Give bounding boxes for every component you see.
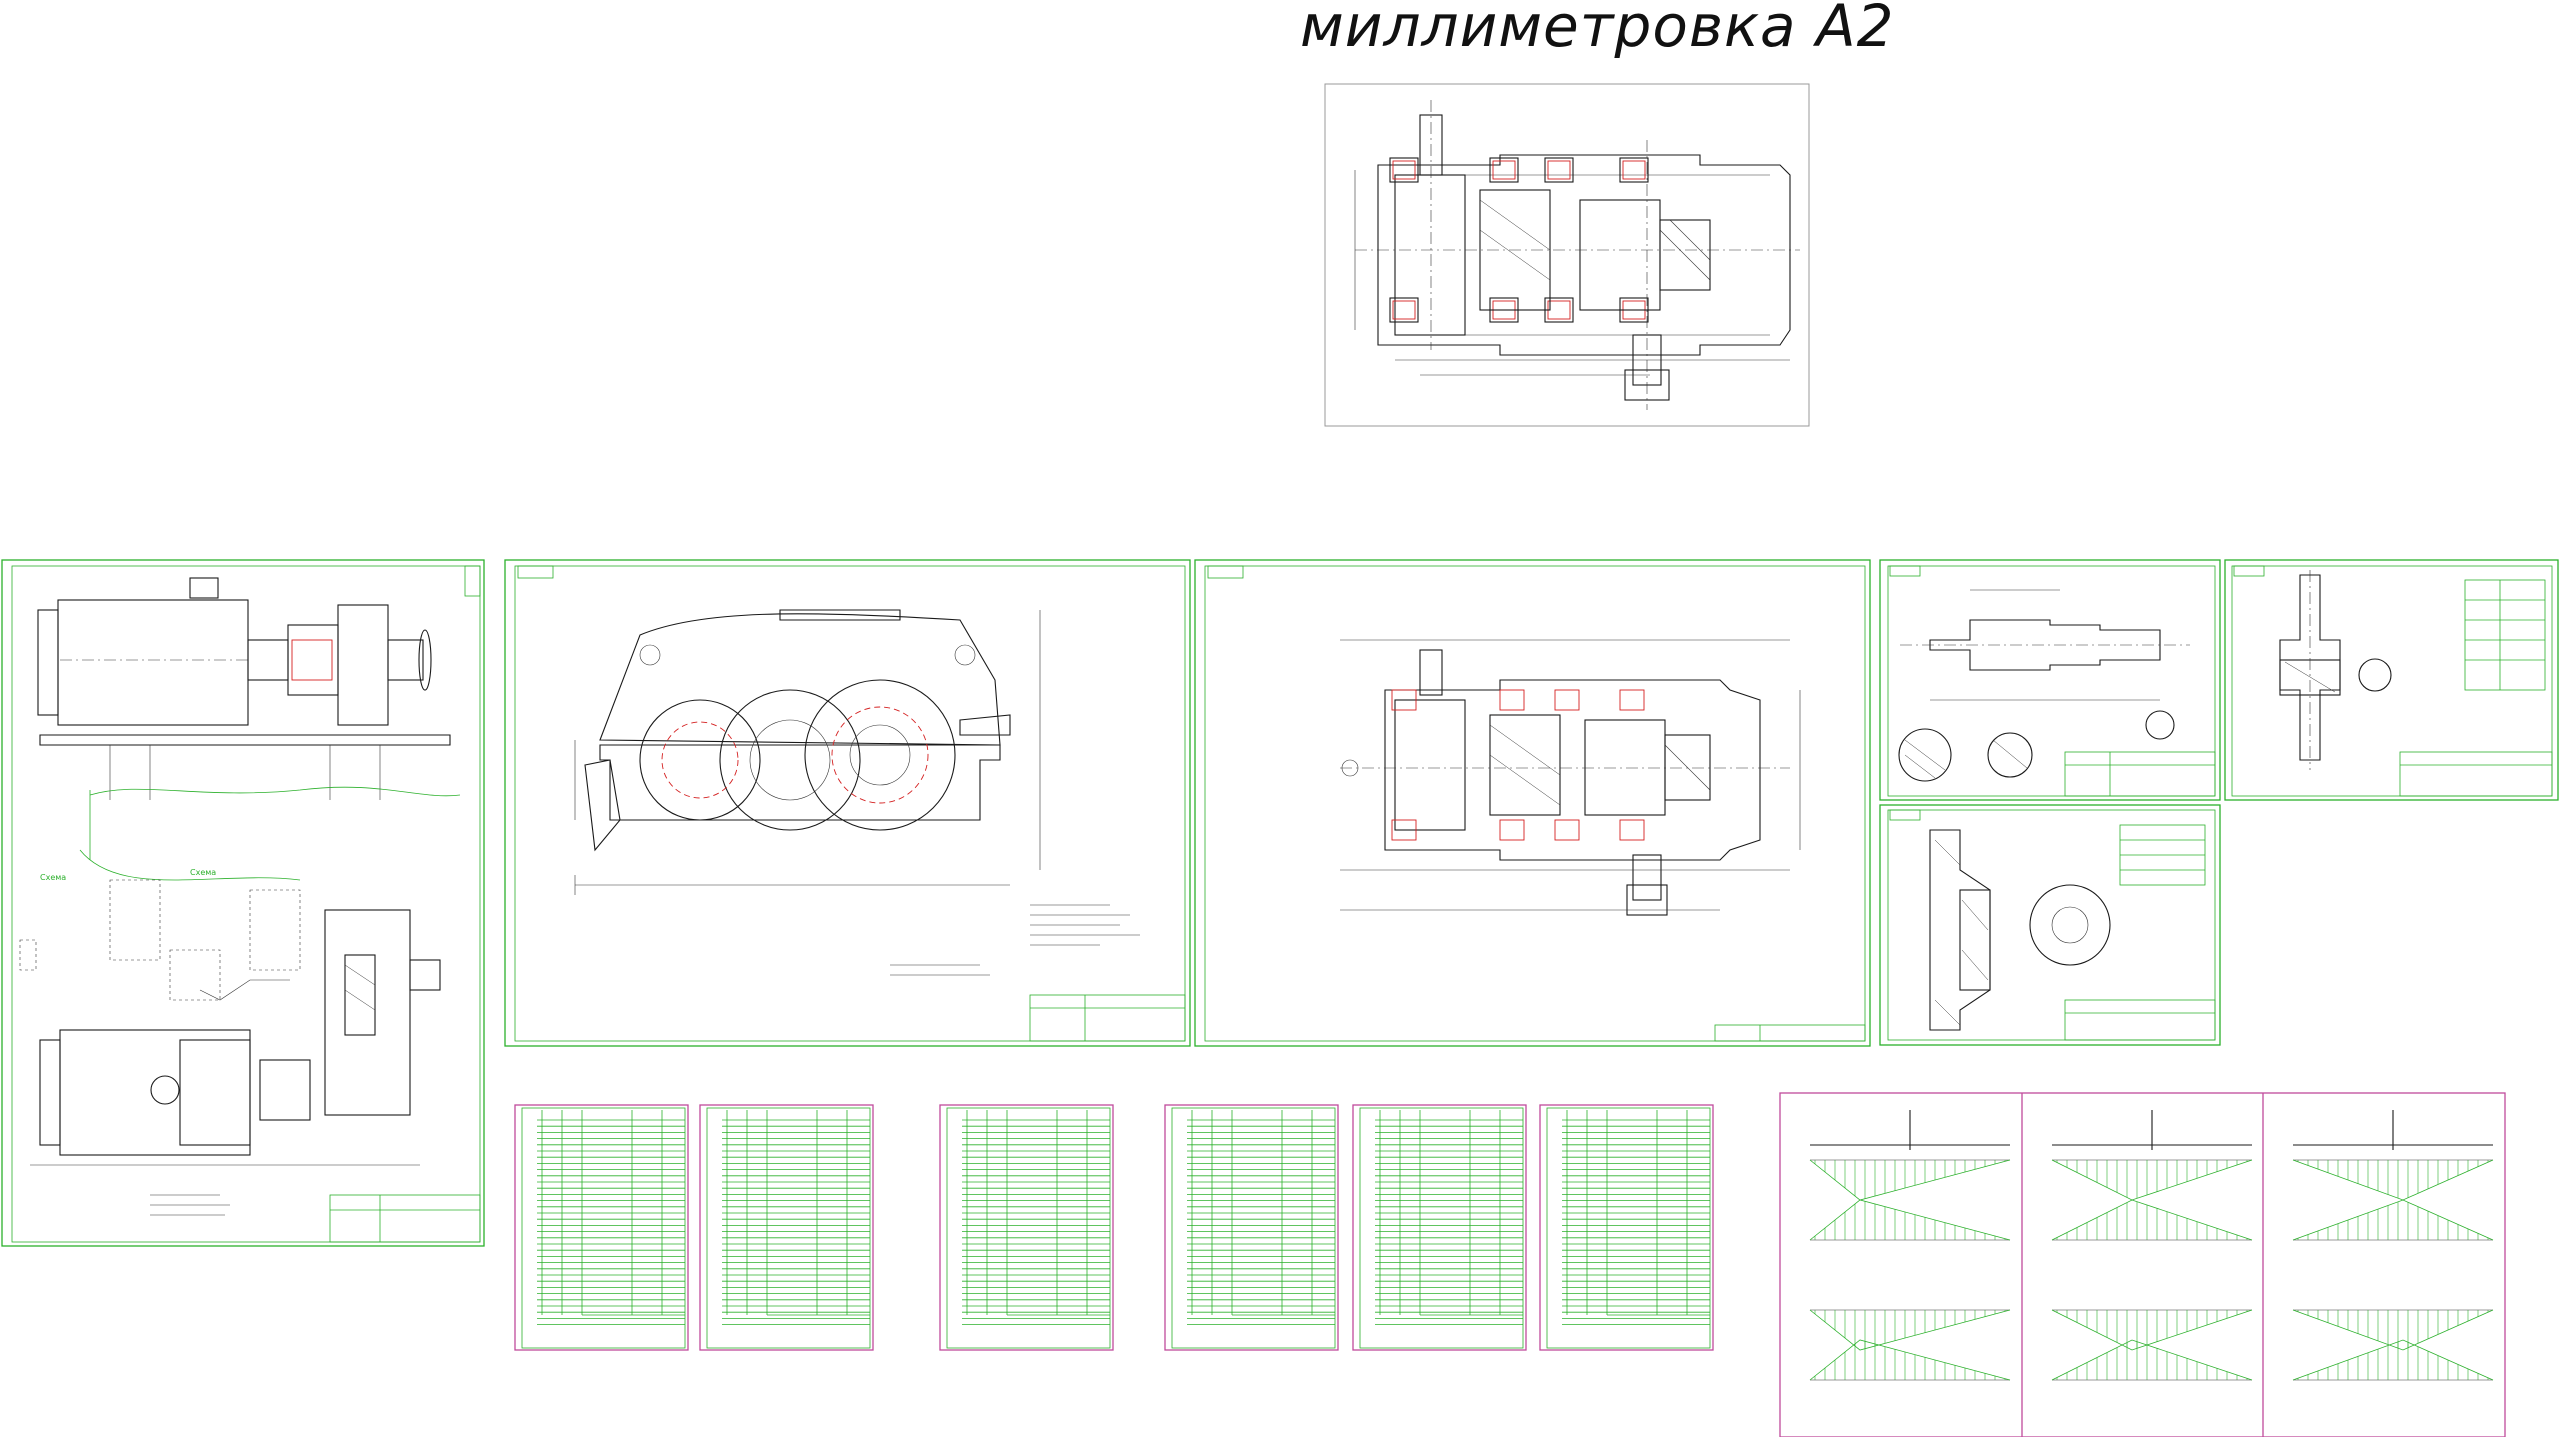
sheet-wheel-detail[interactable] [1879, 804, 2221, 1046]
sheet-spec-1[interactable] [514, 1104, 689, 1351]
sheet-spec-3[interactable] [939, 1104, 1114, 1351]
svg-text:Схема: Схема [40, 873, 66, 882]
sheet-gear-detail[interactable] [2224, 559, 2559, 801]
sheet-reducer-side-view[interactable] [504, 559, 1191, 1047]
sheet-drive-general-view[interactable]: Схема Схема [1, 559, 485, 1247]
page-title: миллиметровка А2 [1300, 0, 1895, 60]
sheet-moment-diagrams[interactable] [1779, 1092, 2506, 1437]
spec-sheets [514, 1104, 1714, 1351]
sheet-spec-4[interactable] [1164, 1104, 1339, 1351]
sheet-spec-6[interactable] [1539, 1104, 1714, 1351]
sheet-top-drawing[interactable] [1324, 83, 1810, 427]
sheet-reducer-section[interactable] [1194, 559, 1871, 1047]
sheet-spec-5[interactable] [1352, 1104, 1527, 1351]
sheet-shaft-detail[interactable] [1879, 559, 2221, 801]
svg-text:Схема: Схема [190, 868, 216, 877]
sheet-spec-2[interactable] [699, 1104, 874, 1351]
